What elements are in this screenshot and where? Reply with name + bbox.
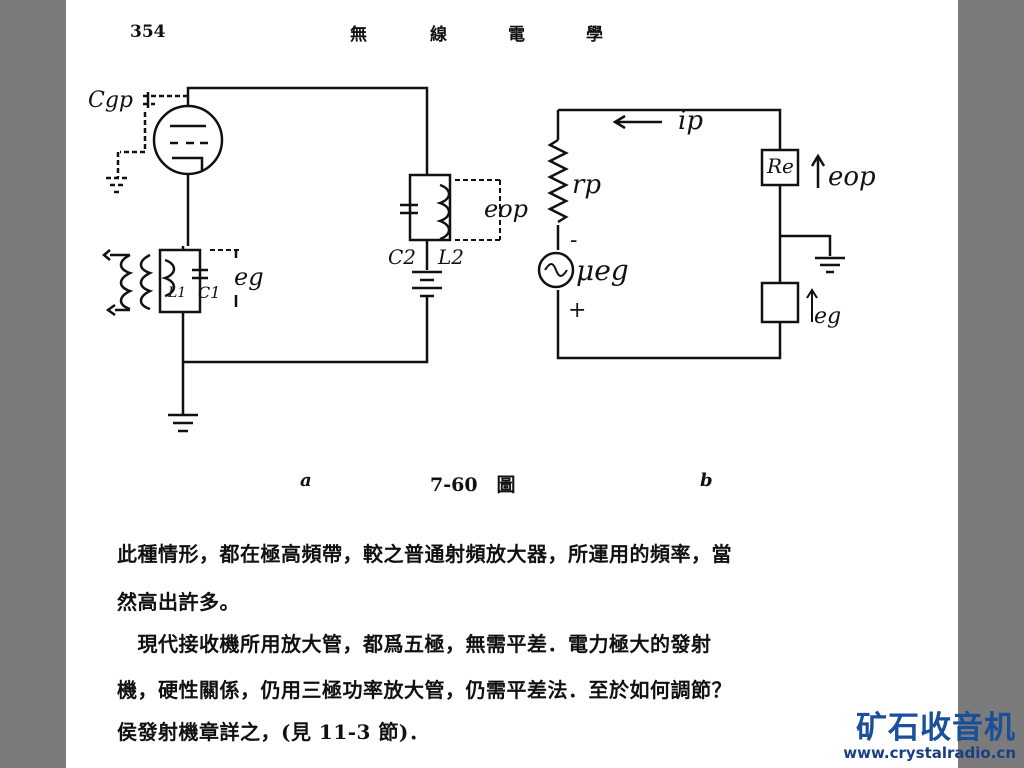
figure-caption: 7-60 圖 xyxy=(430,474,516,496)
label-rp: rp xyxy=(572,170,602,200)
caption-a: a xyxy=(300,470,312,491)
figure-a xyxy=(102,86,501,433)
label-eg-a: eg xyxy=(234,263,264,291)
input-coil-l1c1 xyxy=(102,246,240,415)
caption-b: b xyxy=(700,470,713,491)
watermark-logo: 矿石收音机 xyxy=(856,710,1016,746)
label-eop-a: eop xyxy=(484,195,529,223)
label-eop-b: eop xyxy=(828,162,876,192)
arrow-eop xyxy=(810,153,826,188)
circuit-diagram xyxy=(102,86,845,433)
figure-b xyxy=(537,108,845,360)
ground-a xyxy=(168,413,198,433)
label-l1: L1 xyxy=(168,285,187,301)
header-title-4: 學 xyxy=(586,25,603,45)
watermark-url: www.crystalradio.cn xyxy=(843,744,1016,762)
resistor-rp xyxy=(547,138,569,224)
page-number: 354 xyxy=(130,22,166,42)
label-eg-b: eg xyxy=(814,304,842,329)
header-title-1: 無 xyxy=(350,25,367,45)
label-c1: C1 xyxy=(198,283,221,302)
header-title-2: 線 xyxy=(430,25,447,45)
vacuum-tube xyxy=(152,104,224,176)
label-ip: ip xyxy=(678,106,703,136)
source-mueg xyxy=(537,251,575,289)
resistor-re xyxy=(760,148,800,187)
label-cgp: Cgp xyxy=(88,88,133,113)
label-plus: + xyxy=(568,298,587,323)
label-mueg: μeg xyxy=(576,254,629,287)
body-line-2: 然高出許多。 xyxy=(117,590,240,614)
tank-circuit-l2c2 xyxy=(400,173,501,258)
header-title-3: 電 xyxy=(508,25,525,45)
input-box xyxy=(760,281,800,324)
body-line-1: 此種情形，都在極高頻帶，較之普通射頻放大器，所運用的頻率，當 xyxy=(117,542,732,566)
label-c2: C2 xyxy=(388,245,417,269)
label-re: Re xyxy=(767,154,794,178)
body-line-5: 侯發射機章詳之，(見 11-3 節)． xyxy=(117,720,430,744)
body-line-3: 現代接收機所用放大管，都爲五極，無需平差．電力極大的發射 xyxy=(117,632,712,656)
label-minus: - xyxy=(570,228,578,253)
body-line-4: 機，硬性關係，仍用三極功率放大管，仍需平差法．至於如何調節？ xyxy=(117,678,732,702)
scanned-page xyxy=(66,0,958,768)
grid-capacitance-dashed xyxy=(106,94,188,194)
battery xyxy=(183,258,442,364)
label-l2: L2 xyxy=(438,245,465,269)
arrow-eg xyxy=(806,288,818,322)
arrow-ip xyxy=(612,114,662,130)
